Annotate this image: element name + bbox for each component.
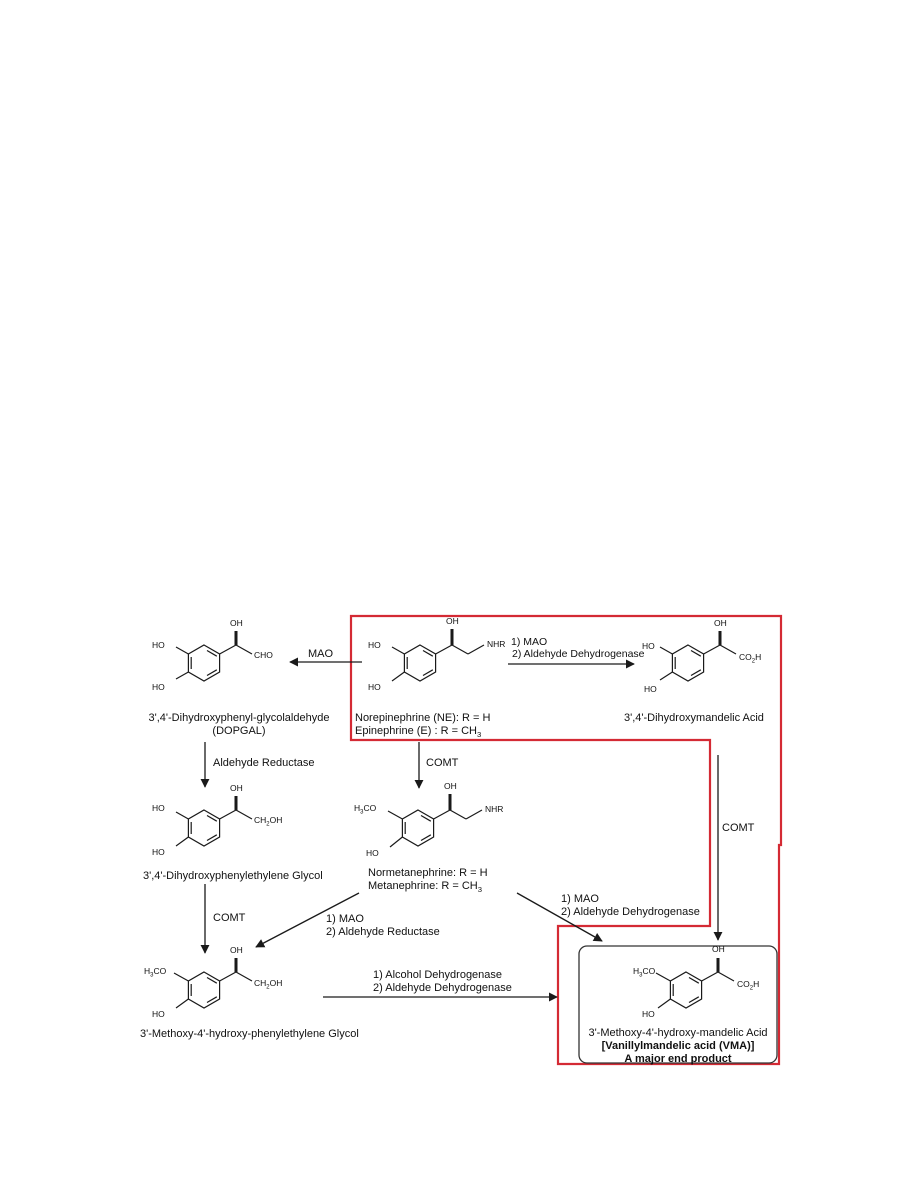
structure-mhpg: [173, 958, 253, 1009]
structure-dopgal: [175, 631, 253, 682]
enzyme-alcohol-aldehyde-dehydrogenase: 1) Alcohol Dehydrogenase 2) Aldehyde Deh…: [373, 969, 512, 994]
atom-oh: OH: [230, 783, 243, 793]
atom-ho: HO: [152, 682, 165, 692]
enzyme-mao-aldehyde-dehydrogenase: 1) MAO 2) Aldehyde Dehydrogenase: [561, 893, 700, 918]
atom-co2h: CO2H: [739, 652, 762, 665]
atom-ho: HO: [642, 641, 655, 651]
atom-h3co: H3CO: [633, 966, 656, 979]
enzyme-mao: MAO: [308, 648, 334, 660]
structure-vma: [655, 958, 735, 1009]
atom-oh: OH: [714, 618, 727, 628]
compound-name-ne-e: Norepinephrine (NE): R = H Epinephrine (…: [355, 712, 491, 740]
structure-norepinephrine: [391, 629, 485, 682]
atom-oh: OH: [712, 944, 725, 954]
enzyme-mao-aldehyde-dehydrogenase: 1) MAO 2) Aldehyde Dehydrogenase: [511, 636, 645, 660]
atom-ho: HO: [152, 803, 165, 813]
atom-oh: OH: [444, 781, 457, 791]
enzyme-aldehyde-reductase: Aldehyde Reductase: [213, 757, 315, 769]
compound-name-vma: 3'-Methoxy-4'-hydroxy-mandelic Acid [Van…: [588, 1027, 768, 1065]
atom-ch2oh: CH2OH: [254, 815, 283, 828]
enzyme-comt: COMT: [426, 757, 459, 769]
structure-normetanephrine: [387, 794, 483, 848]
atom-ho: HO: [152, 847, 165, 857]
atom-oh: OH: [230, 945, 243, 955]
atom-ho: HO: [368, 682, 381, 692]
enzyme-comt: COMT: [722, 822, 755, 834]
atom-ho: HO: [368, 640, 381, 650]
atom-h3co: H3CO: [354, 803, 377, 816]
arrow-nmn-to-mhpg: [255, 892, 360, 948]
atom-cho: CHO: [254, 650, 273, 660]
atom-ho: HO: [642, 1009, 655, 1019]
atom-ch2oh: CH2OH: [254, 978, 283, 991]
atom-ho: HO: [366, 848, 379, 858]
compound-name-dhpg: 3',4'-Dihydroxyphenylethylene Glycol: [143, 870, 323, 882]
atom-oh: OH: [230, 618, 243, 628]
highlight-frame: [349, 614, 783, 1066]
atom-nhr: NHR: [485, 804, 504, 814]
enzyme-mao-aldehyde-reductase: 1) MAO 2) Aldehyde Reductase: [326, 913, 440, 938]
structure-dhma: [659, 631, 737, 682]
compound-name-dopgal: 3',4'-Dihydroxyphenyl-glycolaldehyde (DO…: [148, 712, 330, 737]
atom-ho: HO: [152, 640, 165, 650]
compound-name-dhma: 3',4'-Dihydroxymandelic Acid: [624, 712, 764, 724]
atom-ho: HO: [644, 684, 657, 694]
enzyme-comt: COMT: [213, 912, 246, 924]
atom-oh: OH: [446, 616, 459, 626]
compound-name-mhpg: 3'-Methoxy-4'-hydroxy-phenylethylene Gly…: [140, 1028, 359, 1040]
atom-co2h: CO2H: [737, 979, 760, 992]
arrow-nmn-to-vma: [516, 892, 603, 942]
structure-dhpg: [175, 796, 253, 847]
atom-ho: HO: [152, 1009, 165, 1019]
atom-h3co: H3CO: [144, 966, 167, 979]
vma-box: [578, 945, 778, 1064]
atom-nhr: NHR: [487, 639, 506, 649]
compound-name-nmn-mn: Normetanephrine: R = H Metanephrine: R =…: [368, 867, 488, 895]
